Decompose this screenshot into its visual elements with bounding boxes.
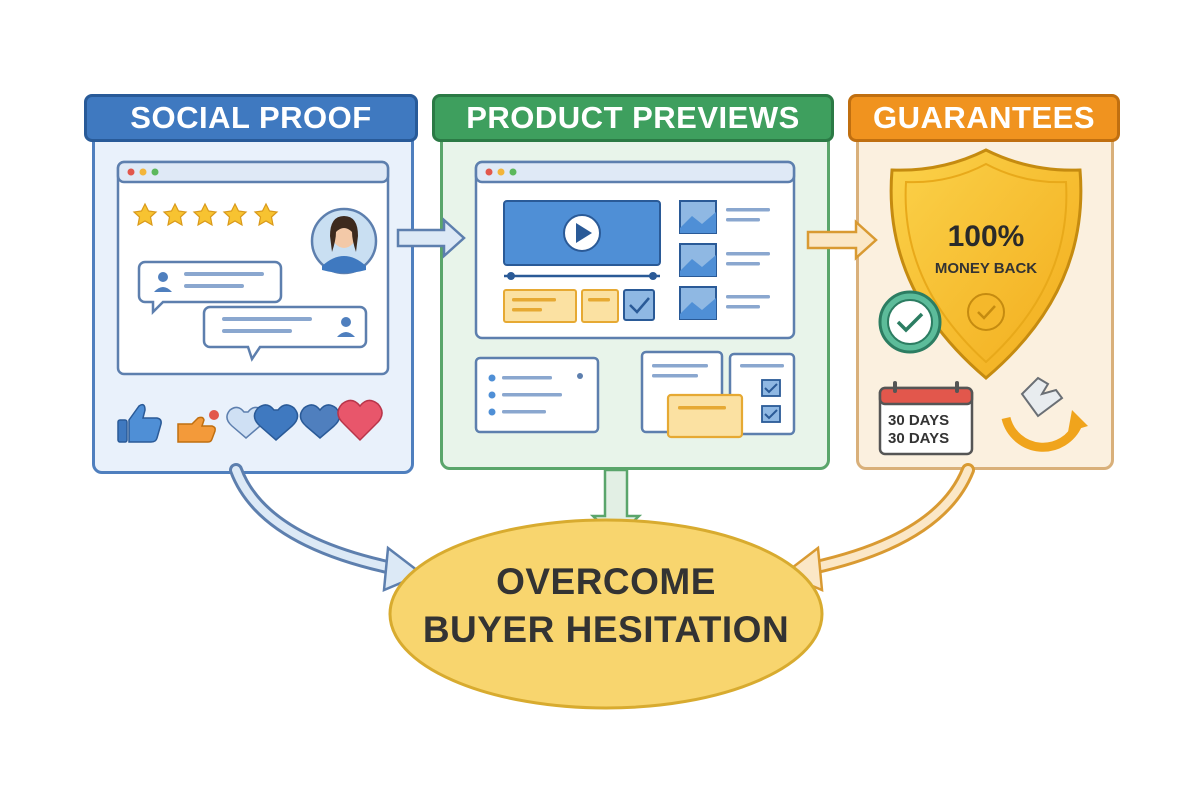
star-icon	[192, 202, 218, 227]
check-circle-icon	[878, 290, 942, 354]
checkbox-icon	[623, 289, 655, 321]
refresh-icon	[1001, 376, 1088, 452]
badge-text: MONEY BACK	[934, 260, 1038, 277]
star-rating	[132, 202, 279, 227]
calendar-days-2: 30 DAYS	[888, 430, 950, 447]
goal-label: OVERCOME BUYER HESITATION	[400, 558, 812, 654]
stacked-cards-icon	[640, 350, 796, 439]
arrow-curve-icon	[229, 463, 399, 575]
image-thumbnail-list	[679, 200, 770, 320]
video-player	[503, 200, 661, 280]
product-previews-title: PRODUCT PREVIEWS	[432, 94, 834, 142]
reactions-row	[117, 399, 383, 443]
feature-cards	[503, 289, 655, 323]
guarantees-title: GUARANTEES	[848, 94, 1120, 142]
goal-line-1: OVERCOME	[496, 561, 716, 602]
star-icon	[222, 202, 248, 227]
calendar-icon	[878, 381, 974, 456]
card-icon	[474, 356, 600, 434]
goal-line-2: BUYER HESITATION	[422, 609, 790, 650]
image-thumbnail-icon	[679, 243, 770, 277]
social-proof-title: SOCIAL PROOF	[84, 94, 418, 142]
thumbs-up-icon	[117, 403, 162, 443]
arrow-curve-icon	[805, 463, 975, 575]
star-icon	[162, 202, 188, 227]
image-thumbnail-icon	[679, 286, 770, 320]
star-icon	[132, 202, 158, 227]
arrow-right-icon	[806, 219, 878, 261]
chat-bubble-icon	[202, 305, 368, 362]
calendar-days-1: 30 DAYS	[888, 412, 950, 429]
arrow-right-icon	[396, 217, 466, 259]
heart-icon	[226, 399, 383, 442]
thumbs-up-icon	[177, 410, 219, 443]
badge-percent: 100%	[947, 220, 1025, 253]
avatar-icon	[310, 207, 378, 275]
star-icon	[253, 202, 279, 227]
chat-bubble-icon	[137, 260, 283, 316]
goal-ellipse	[388, 518, 824, 710]
image-thumbnail-icon	[679, 200, 770, 234]
